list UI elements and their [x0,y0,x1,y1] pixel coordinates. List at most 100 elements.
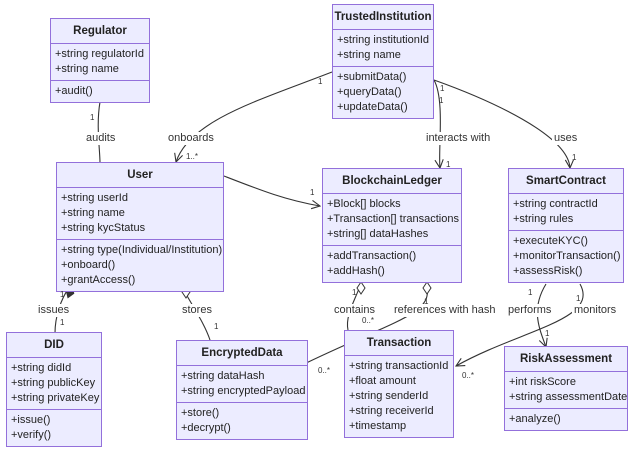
method: +updateData() [337,101,408,113]
class-title: BlockchainLedger [323,169,461,194]
method: +addHash() [327,265,385,277]
mult-uses-from: 1 [440,84,445,93]
edge-user-ledger [223,175,320,206]
attributes-section: +Block[] blocks +Transaction[] transacti… [323,194,461,246]
attribute: +string kycStatus [61,222,146,234]
edge-onboards [176,71,333,162]
attribute: +string senderId [349,390,429,402]
attribute: +string transactionId [349,360,449,372]
mult-contains-to: 0..* [362,316,375,325]
label-onboards: onboards [166,132,216,145]
methods-section: +executeKYC() +monitorTransaction() +ass… [509,231,623,282]
class-title: Transaction [345,331,453,356]
edge-interacts-with [433,79,440,168]
method: +addTransaction() [327,250,417,262]
mult-references-to: 0..* [318,366,331,375]
label-performs: performs [506,304,554,317]
methods-section: +submitData() +queryData() +updateData() [333,67,433,118]
attribute: +string assessmentDate [509,391,628,403]
class-title: EncryptedData [177,341,307,366]
attribute: +string name [61,207,125,219]
methods-section: +string type(Individual/Institution) +on… [57,240,223,291]
attributes-section: +string userId +string name +string kycS… [57,188,223,240]
edge-uses [433,79,570,168]
attribute: +string publicKey [11,377,96,389]
method: +verify() [11,429,52,441]
class-did: DID +string didId +string publicKey +str… [6,332,102,447]
methods-section: +audit() [51,81,149,102]
method: +analyze() [509,413,561,425]
label-stores: stores [180,304,214,317]
attribute: +string name [55,63,119,75]
class-regulator: Regulator +string regulatorId +string na… [50,18,150,103]
attribute: +int riskScore [509,376,576,388]
label-issues: issues [36,304,72,317]
attribute: +Block[] blocks [327,198,401,210]
attribute: +float amount [349,375,416,387]
mult-performs-from: 1 [528,288,533,297]
mult-onboards-from: 1 [318,77,323,86]
class-user: User +string userId +string name +string… [56,162,224,292]
edge-monitors [456,283,584,366]
mult-monitors-to: 0..* [462,371,475,380]
class-title: User [57,163,223,188]
attributes-section: +int riskScore +string assessmentDate [505,372,627,409]
methods-section: +addTransaction() +addHash() [323,246,461,282]
label-monitors: monitors [572,304,619,317]
mult-interacts-to: 1 [446,160,451,169]
attributes-section: +string transactionId +float amount +str… [345,356,453,437]
attribute: +string rules [513,213,574,225]
attribute: +string[] dataHashes [327,228,429,240]
attribute: +string regulatorId [55,48,144,60]
label-audits: audits [84,132,118,145]
method: +grantAccess() [61,274,136,286]
class-title: SmartContract [509,169,623,194]
class-trusted-institution: TrustedInstitution +string institutionId… [332,4,434,119]
attribute: +string institutionId [337,34,430,46]
attributes-section: +string dataHash +string encryptedPayloa… [177,366,307,403]
mult-user-ledger-from: 1 [310,188,315,197]
mult-monitors-from: 1 [576,294,581,303]
method: +submitData() [337,71,407,83]
attributes-section: +string regulatorId +string name [51,44,149,81]
methods-section: +analyze() [505,409,627,430]
mult-contains-from: 1 [352,288,357,297]
methods-section: +store() +decrypt() [177,403,307,439]
edge-performs [536,283,546,347]
methods-section: +issue() +verify() [7,410,101,446]
method: +decrypt() [181,422,231,434]
class-title: DID [7,333,101,358]
method: +assessRisk() [513,265,583,277]
mult-references-from: 1 [424,297,429,306]
method: +executeKYC() [513,235,588,247]
label-interacts-with: interacts with [424,132,493,145]
class-title: Regulator [51,19,149,44]
attribute: +Transaction[] transactions [327,213,459,225]
class-blockchain-ledger: BlockchainLedger +Block[] blocks +Transa… [322,168,462,283]
mult-uses-to: 1 [572,153,577,162]
mult-issues-to: 1 [60,318,65,327]
edge-stores [185,293,211,341]
attribute: +string encryptedPayload [181,385,306,397]
attribute: +string dataHash [181,370,265,382]
attributes-section: +string institutionId +string name [333,30,433,67]
label-uses: uses [552,132,580,145]
attribute: +string receiverId [349,405,434,417]
label-references-with-hash: references with hash [392,304,498,317]
attribute: +string name [337,49,401,61]
class-transaction: Transaction +string transactionId +float… [344,330,454,438]
class-risk-assessment: RiskAssessment +int riskScore +string as… [504,346,628,431]
method: +string type(Individual/Institution) [61,244,223,256]
mult-audits-from: 1 [90,113,95,122]
method: +store() [181,407,220,419]
edge-references [299,287,428,367]
attribute: +string userId [61,192,128,204]
mult-issues-from: 1 [60,290,65,299]
class-encrypted-data: EncryptedData +string dataHash +string e… [176,340,308,440]
method: +queryData() [337,86,402,98]
aggregation-diamond-icon [356,281,366,295]
label-contains: contains [332,304,377,317]
attributes-section: +string didId +string publicKey +string … [7,358,101,410]
class-title: RiskAssessment [505,347,627,372]
attribute: +timestamp [349,420,407,432]
